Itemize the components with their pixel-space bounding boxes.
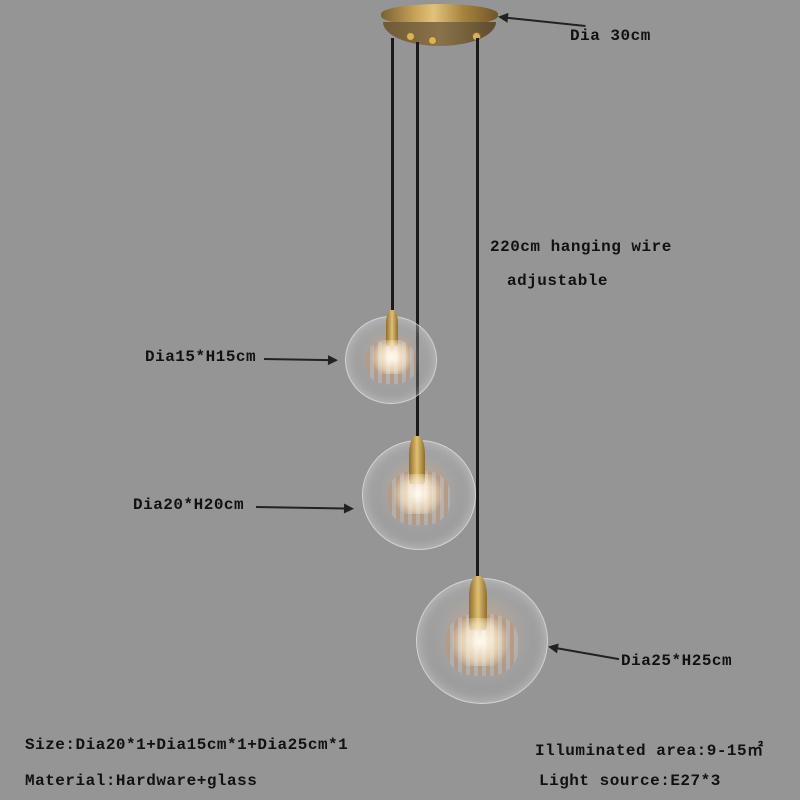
spec-material: Material:Hardware+glass xyxy=(25,772,258,790)
wire-length-label: 220cm hanging wire xyxy=(490,238,672,256)
canopy-bolt xyxy=(428,36,437,45)
spec-size: Size:Dia20*1+Dia15cm*1+Dia25cm*1 xyxy=(25,736,349,754)
large-bulb xyxy=(452,618,508,666)
small-brass-socket xyxy=(386,310,398,346)
hanging-wire-medium xyxy=(416,42,419,440)
large-globe-arrow xyxy=(549,646,620,661)
small-bulb xyxy=(372,340,412,374)
medium-globe-label: Dia20*H20cm xyxy=(133,496,245,514)
small-globe-arrow xyxy=(263,358,337,362)
hanging-wire-large xyxy=(476,38,479,578)
spec-illuminated-area: Illuminated area:9-15㎡ xyxy=(535,742,764,760)
large-globe-label: Dia25*H25cm xyxy=(621,652,733,670)
spec-light-source: Light source:E27*3 xyxy=(539,772,721,790)
medium-brass-socket xyxy=(409,436,425,484)
wire-adjustable-label: adjustable xyxy=(507,272,609,290)
hanging-wire-small xyxy=(391,38,394,310)
canopy-bolt xyxy=(406,32,415,41)
medium-globe-arrow xyxy=(255,506,353,510)
ceiling-canopy xyxy=(381,4,498,26)
canopy-arrow xyxy=(499,16,586,27)
small-globe-label: Dia15*H15cm xyxy=(145,348,257,366)
medium-bulb xyxy=(394,474,442,514)
large-brass-socket xyxy=(469,576,487,630)
canopy-dimension-label: Dia 30cm xyxy=(570,27,651,45)
